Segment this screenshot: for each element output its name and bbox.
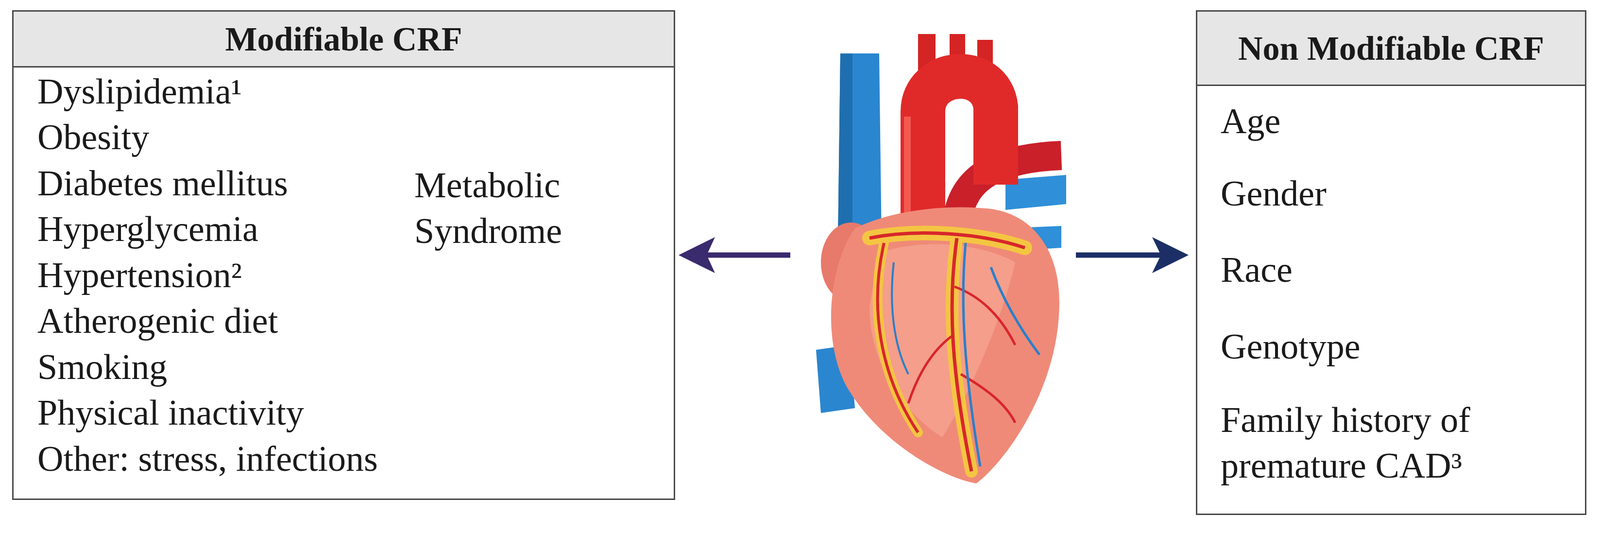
risk-factor: Gender	[1220, 170, 1327, 217]
arrow-head	[678, 237, 715, 273]
header-band: Modifiable CRF	[13, 11, 674, 68]
group-label: Metabolic Syndrome	[414, 162, 575, 254]
risk-factor: Other: stress, infections	[37, 435, 378, 482]
cardiac-vein	[963, 242, 981, 467]
arrow-shaft	[1075, 252, 1161, 258]
header-band: Non Modifiable CRF	[1197, 11, 1585, 86]
risk-factor: Dyslipidemia¹	[37, 68, 242, 115]
risk-factor: Atherogenic diet	[37, 297, 278, 344]
fat	[877, 242, 919, 433]
risk-factor-box: Non Modifiable CRF AgeGenderRaceGenotypeF…	[1195, 10, 1587, 515]
risk-factor: Family history of premature CAD³	[1220, 396, 1561, 489]
heart-illustration	[796, 34, 1069, 491]
risk-factor: Age	[1220, 98, 1281, 144]
coronary-artery	[869, 233, 1025, 248]
vena-cava-shade	[837, 53, 853, 243]
risk-factor: Hypertension²	[37, 252, 242, 298]
arrow-head	[1152, 237, 1189, 273]
coronary-branch	[908, 335, 954, 404]
risk-factor: Physical inactivity	[37, 389, 305, 436]
risk-factor-box: Modifiable CRF Dyslipidemia¹ObesityDiabet…	[12, 10, 676, 500]
risk-factor: Smoking	[37, 343, 168, 390]
arrow-shaft	[706, 252, 791, 258]
vena-cava	[837, 53, 882, 243]
coronary-artery	[877, 242, 919, 433]
fat	[869, 233, 1025, 248]
risk-factor: Diabetes mellitus	[37, 160, 289, 206]
cardiac-vein	[891, 262, 909, 375]
coronary-artery	[952, 238, 972, 472]
fat	[952, 238, 972, 472]
heart-body	[831, 206, 1060, 484]
risk-factor: Race	[1220, 246, 1293, 293]
cardiac-vein	[990, 267, 1040, 355]
risk-factor: Genotype	[1220, 323, 1361, 370]
risk-factor: Obesity	[37, 114, 150, 160]
risk-factor: Hyperglycemia	[37, 205, 259, 252]
box-heading: Non Modifiable CRF	[1238, 29, 1545, 68]
box-heading: Modifiable CRF	[224, 20, 462, 58]
